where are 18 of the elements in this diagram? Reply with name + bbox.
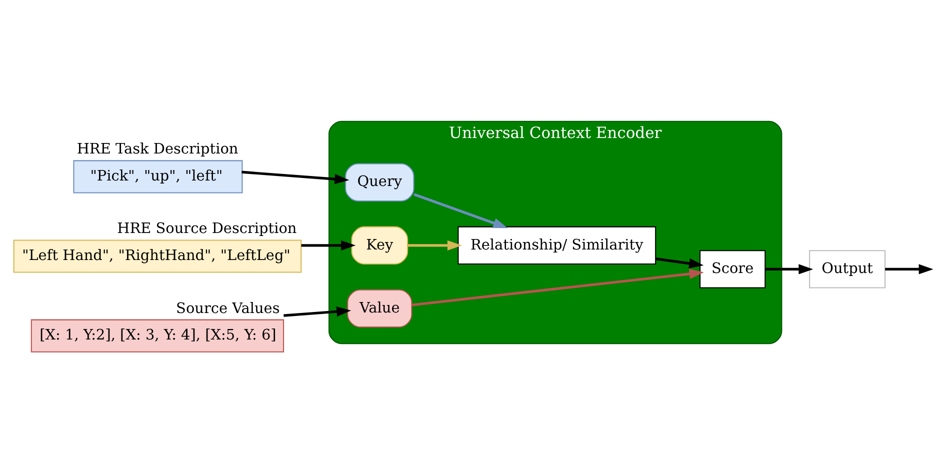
arrow — [412, 268, 704, 306]
arrow — [656, 258, 704, 268]
node-label: HRE Task Description — [76, 142, 238, 158]
arrow — [885, 264, 934, 274]
node-box: Output — [809, 250, 886, 288]
node-label: HRE Source Description — [117, 221, 297, 238]
arrow — [408, 240, 462, 250]
node-label: Source Values — [176, 300, 280, 317]
arrow — [414, 193, 508, 228]
arrow — [284, 306, 352, 317]
node-box: Value — [347, 289, 412, 328]
node-box: Score — [700, 250, 766, 288]
arrow — [301, 240, 356, 250]
arrow — [765, 264, 814, 274]
node-box: Query — [345, 163, 414, 202]
node-box: Relationship/ Similarity — [458, 226, 656, 265]
node-box: Key — [351, 226, 408, 265]
arrow — [242, 170, 350, 184]
